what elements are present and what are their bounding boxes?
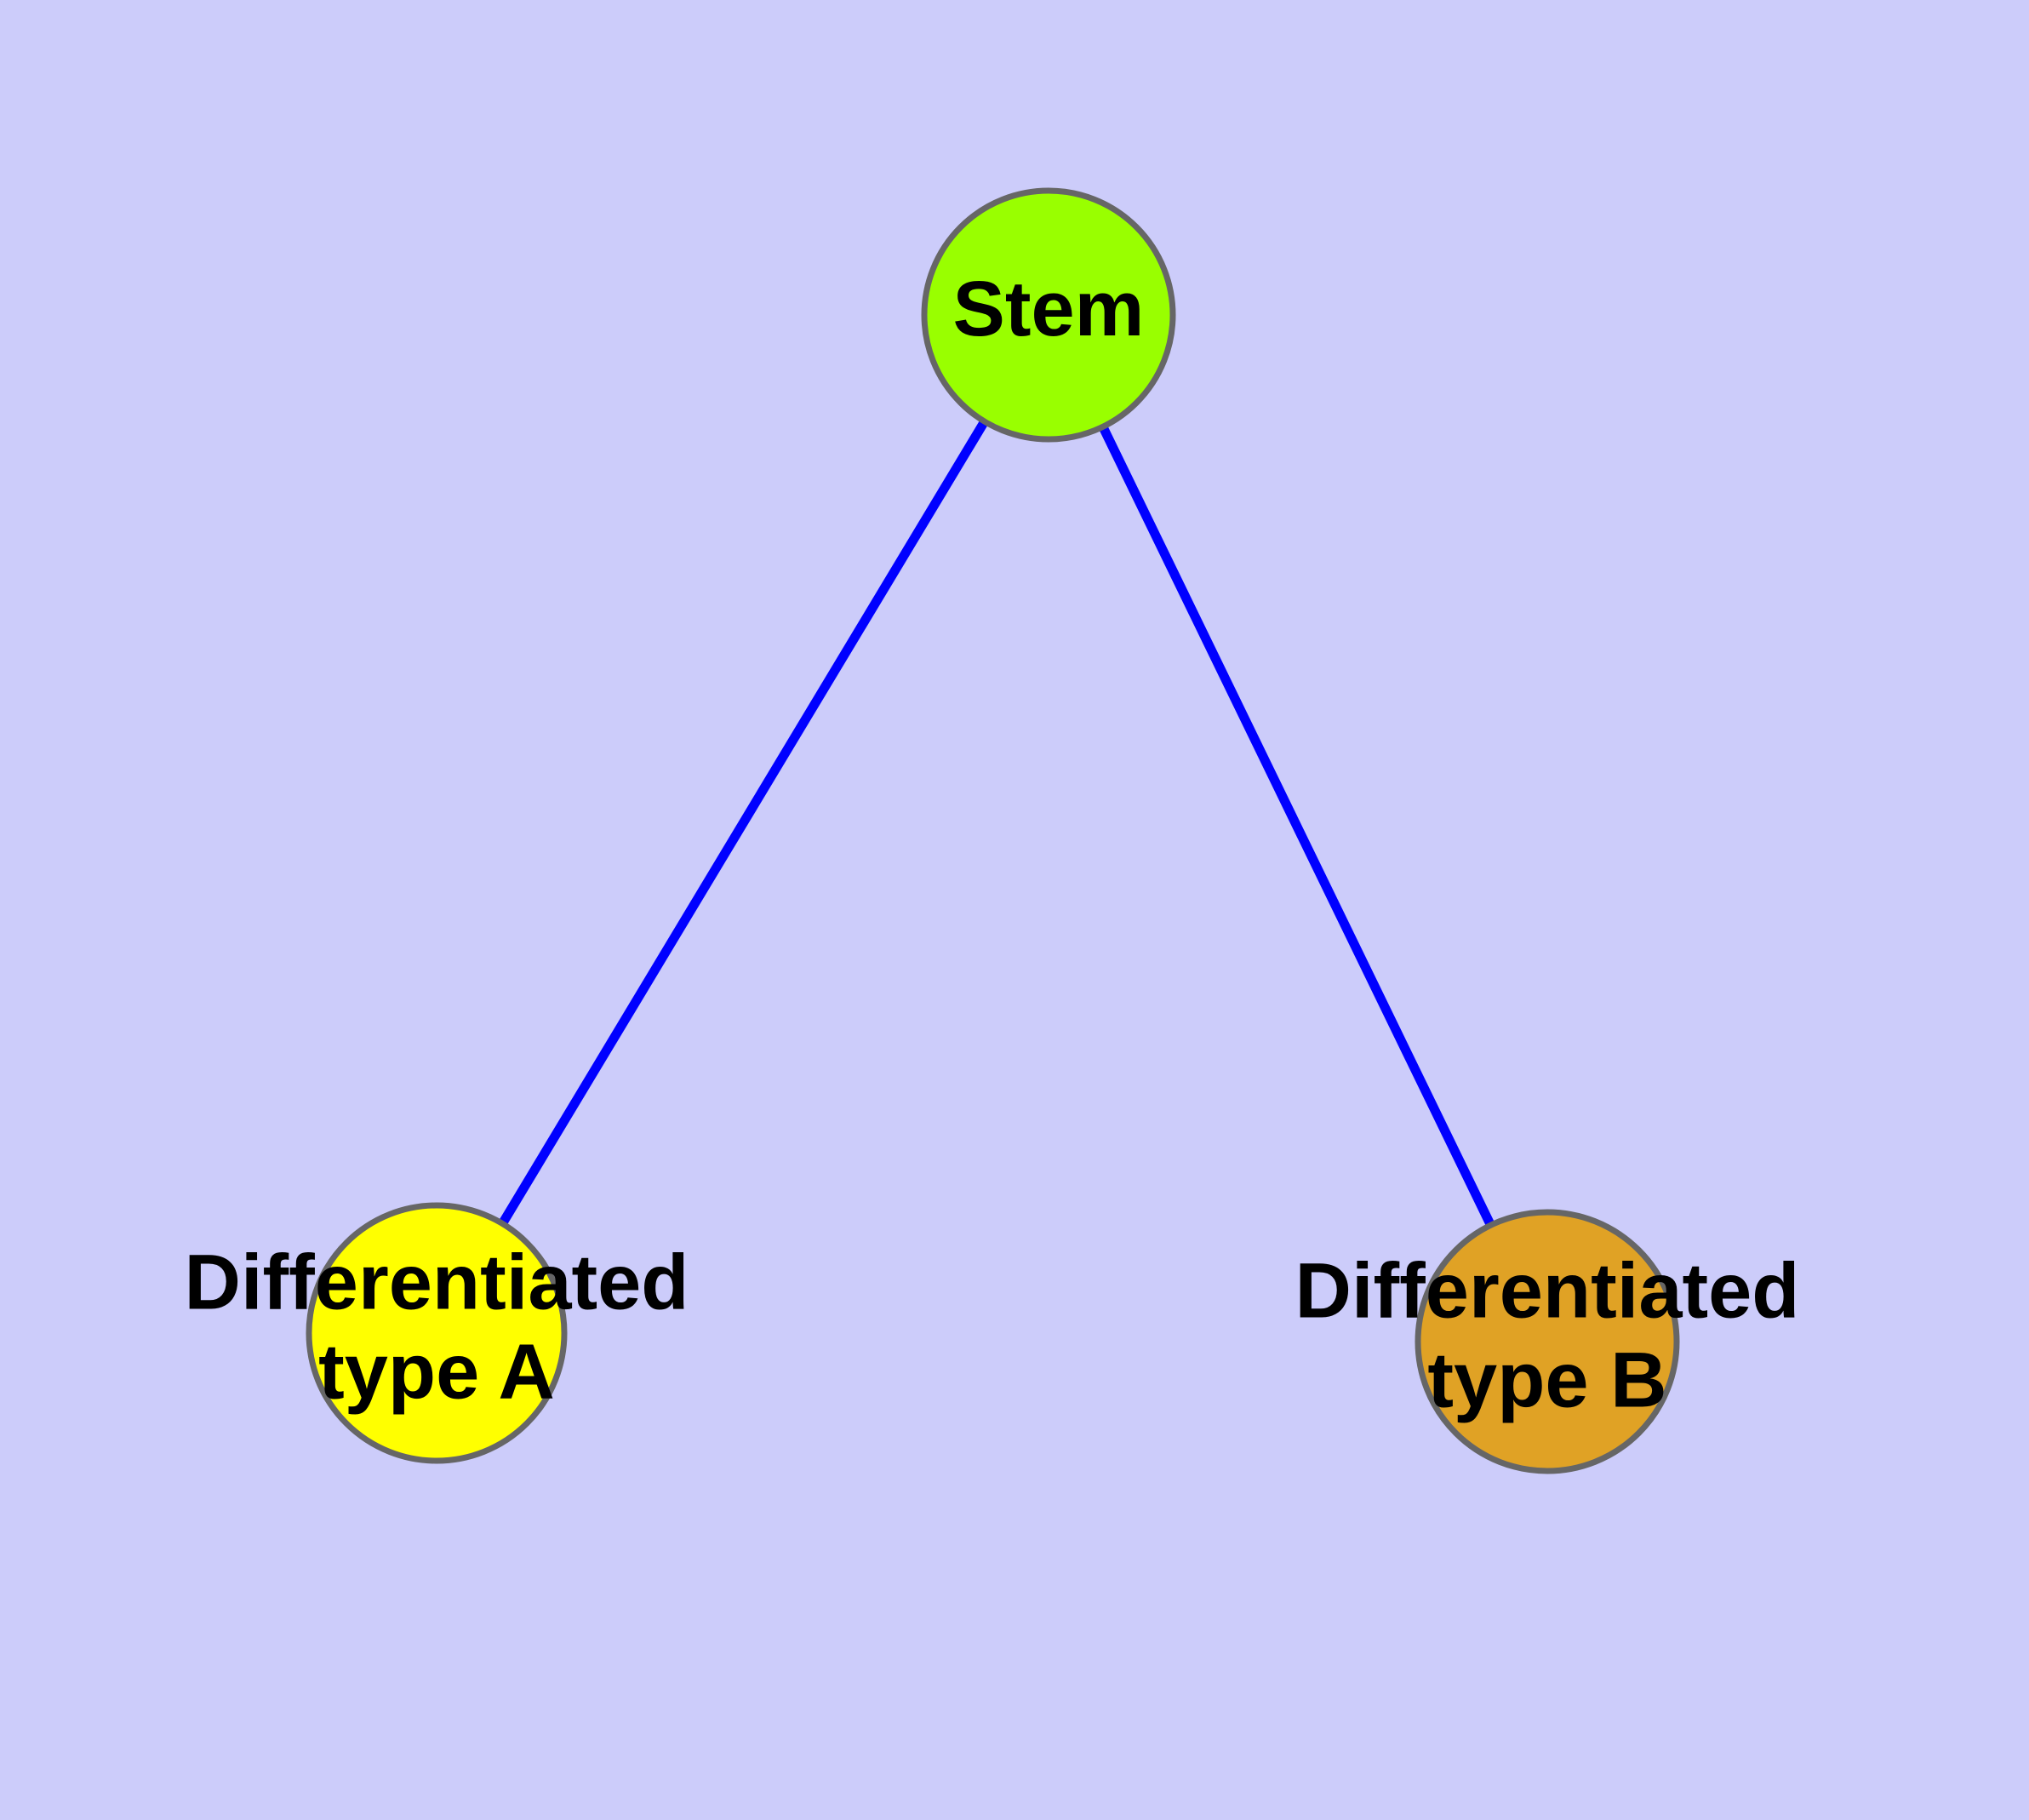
node-circle-type_b[interactable] bbox=[1415, 1209, 1680, 1474]
graph-node-type_b[interactable] bbox=[1415, 1209, 1680, 1474]
node-label-line: Stem bbox=[953, 266, 1145, 352]
graph-edge-stem-type_b bbox=[1044, 312, 1552, 1344]
node-label-line: type A bbox=[318, 1329, 555, 1416]
graph-edge-stem-type_a bbox=[432, 312, 1053, 1336]
node-label-line: Differentiated bbox=[1295, 1248, 1800, 1335]
node-label-line: Differentiated bbox=[185, 1239, 689, 1326]
node-label-stem: Stem bbox=[953, 266, 1145, 352]
node-circle-type_a[interactable] bbox=[306, 1202, 568, 1464]
edges-layer bbox=[432, 312, 1552, 1344]
node-circle-stem[interactable] bbox=[921, 187, 1176, 443]
graph-node-type_a[interactable] bbox=[306, 1202, 568, 1464]
node-label-line: type B bbox=[1427, 1337, 1666, 1424]
graph-node-stem[interactable] bbox=[921, 187, 1176, 443]
